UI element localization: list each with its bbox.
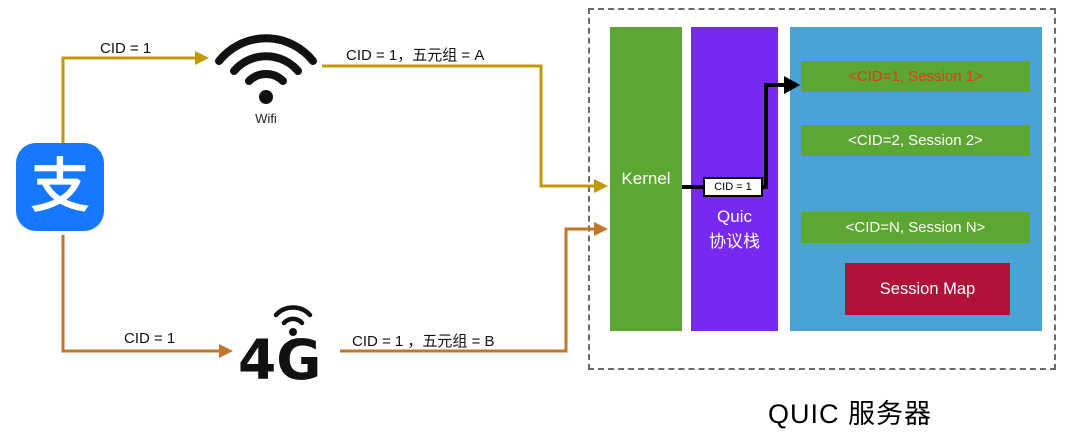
lte-cid-label: CID = 1 [124, 330, 176, 347]
alipay-glyph: 支 [30, 154, 89, 219]
quic-server-boundary [588, 8, 1056, 370]
4g-icon: 4G [238, 305, 321, 392]
kernel-label: Kernel [621, 169, 671, 188]
quic-stack-label-line1: Quic [717, 207, 752, 226]
diagram-title: QUIC 服务器 [767, 399, 932, 429]
quic-stack-label: Quic 协议栈 [691, 205, 778, 254]
wifi-tuple-label: CID = 1，五元组 = A [346, 47, 485, 64]
lte-tuple-label: CID = 1 ，五元组 = B [352, 333, 495, 350]
wifi-label: Wifi [255, 111, 277, 126]
session-row-2: <CID=2, Session 2> [801, 125, 1030, 156]
quic-stack-label-line2: 协议栈 [709, 231, 760, 251]
wifi-icon [215, 34, 317, 85]
4g-label: 4G [238, 328, 321, 392]
session-map-box: Session Map [845, 263, 1010, 315]
alipay-icon: 支 [16, 143, 104, 231]
kernel-bar: Kernel [610, 27, 682, 331]
wifi-to-kernel-arrow [322, 64, 595, 188]
wifi-cid-label: CID = 1 [100, 40, 152, 57]
session-row-1: <CID=1, Session 1> [801, 61, 1030, 92]
alipay-to-4g-arrowhead [219, 344, 233, 358]
wifi-icon-dot [259, 90, 273, 104]
alipay-to-wifi-arrowhead [195, 51, 209, 65]
4g-signal-arcs [273, 305, 313, 326]
kernel-cid-tag: CID = 1 [703, 177, 763, 197]
4g-signal-dot [289, 328, 297, 336]
session-row-n: <CID=N, Session N> [801, 212, 1030, 243]
alipay-to-wifi-arrow [61, 56, 196, 143]
